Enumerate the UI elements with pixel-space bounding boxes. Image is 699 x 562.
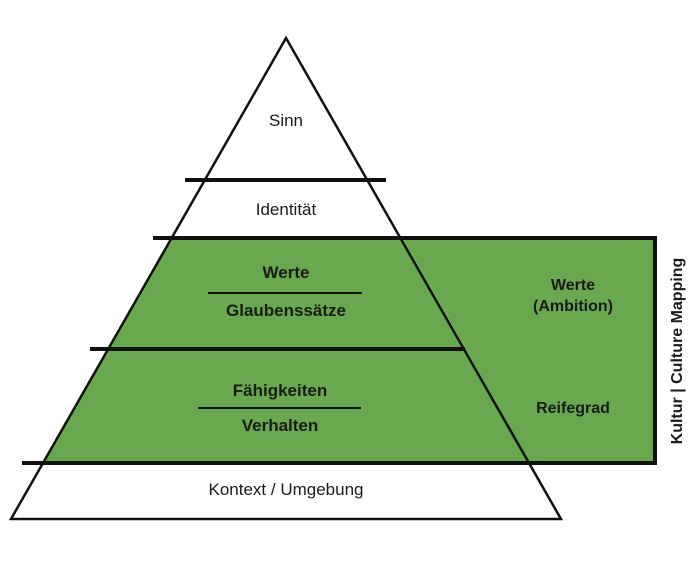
level-label-glaubenssaetze: Glaubenssätze — [226, 301, 346, 320]
level-label-verhalten: Verhalten — [242, 416, 319, 435]
side-label-reifegrad: Reifegrad — [536, 400, 610, 417]
pyramid-outline — [8, 35, 564, 521]
level-label-werte: Werte — [263, 263, 310, 282]
side-box-fill — [403, 238, 655, 463]
side-label-ambition: (Ambition) — [533, 298, 613, 315]
vertical-label-kultur: Kultur | Culture Mapping — [669, 258, 686, 445]
side-label-werte: Werte — [551, 277, 595, 294]
level-label-faehigkeiten: Fähigkeiten — [233, 381, 327, 400]
level-label-sinn: Sinn — [269, 111, 303, 130]
level-label-identitaet: Identität — [256, 200, 317, 219]
side-box-outline — [403, 236, 657, 465]
level-label-kontext: Kontext / Umgebung — [209, 480, 364, 499]
